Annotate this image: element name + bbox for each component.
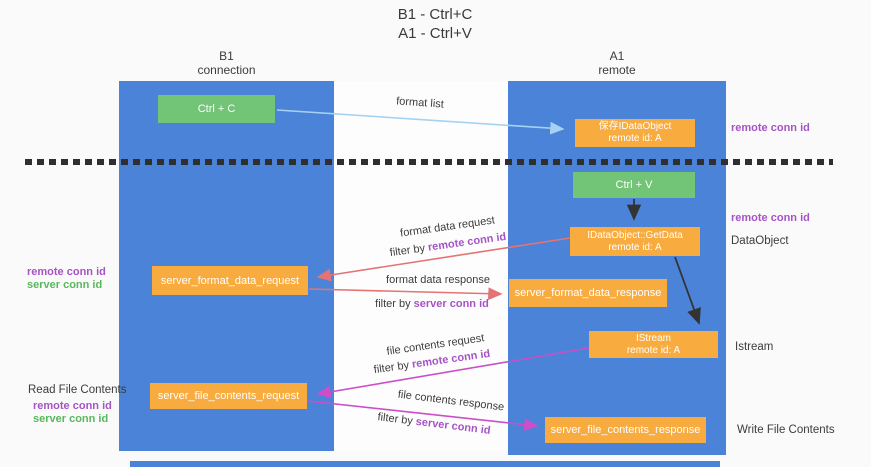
- node-ctrl-v-label: Ctrl + V: [615, 179, 653, 191]
- node-idataobject-getdata: IDataObject::GetData remote id: A: [570, 227, 700, 256]
- node-ctrl-c-label: Ctrl + C: [197, 103, 236, 115]
- label-filter-by-server-1: filter by server conn id: [372, 298, 492, 310]
- node-server-file-contents-response-label: server_file_contents_response: [550, 424, 701, 436]
- node-istream-line1: IStream: [635, 332, 671, 344]
- left-column-header: B1 connection: [119, 49, 334, 77]
- annotation-left-remote-conn-id-bottom: remote conn id: [33, 400, 112, 412]
- annotation-remote-conn-id-top: remote conn id: [731, 122, 810, 134]
- dashed-separator: [25, 159, 833, 165]
- label-filter-by-text-2: filter by: [375, 298, 414, 310]
- node-ctrl-v: Ctrl + V: [573, 172, 695, 198]
- left-column-subtitle: connection: [197, 63, 256, 77]
- node-server-format-data-response: server_format_data_response: [509, 279, 667, 307]
- diagram-title: B1 - Ctrl+C A1 - Ctrl+V: [300, 5, 570, 43]
- right-column-header: A1 remote: [508, 49, 726, 77]
- node-server-file-contents-request: server_file_contents_request: [150, 383, 307, 409]
- title-line-2: A1 - Ctrl+V: [398, 25, 472, 42]
- annotation-dataobject: DataObject: [731, 235, 789, 247]
- node-ctrl-c: Ctrl + C: [158, 95, 275, 123]
- right-column-subtitle: remote: [598, 63, 636, 77]
- node-server-format-data-request-label: server_format_data_request: [160, 274, 300, 287]
- left-column-name: B1: [219, 49, 234, 63]
- annotation-write-file-contents: Write File Contents: [737, 424, 835, 436]
- annotation-istream: Istream: [735, 341, 774, 353]
- title-line-1: B1 - Ctrl+C: [397, 6, 473, 23]
- bottom-clipped-shape: [130, 461, 720, 467]
- annotation-read-file-contents: Read File Contents: [28, 384, 127, 396]
- annotation-left-remote-conn-id-mid: remote conn id: [27, 266, 106, 278]
- label-server-conn-id-1: server conn id: [413, 298, 489, 310]
- node-istream: IStream remote id: A: [589, 331, 718, 358]
- node-save-idataobject-line1: 保存IDataObject: [598, 121, 672, 132]
- node-save-idataobject: 保存IDataObject remote id: A: [575, 119, 695, 147]
- annotation-left-server-conn-id-bottom: server conn id: [33, 413, 109, 425]
- node-server-format-data-response-label: server_format_data_response: [514, 287, 662, 299]
- node-idataobject-getdata-line2: remote id: A: [608, 241, 662, 253]
- label-format-data-response: format data response: [386, 274, 490, 286]
- node-server-format-data-request: server_format_data_request: [152, 266, 308, 295]
- right-column-name: A1: [609, 49, 625, 63]
- annotation-left-server-conn-id-mid: server conn id: [27, 279, 103, 291]
- node-server-file-contents-response: server_file_contents_response: [545, 417, 706, 443]
- node-server-file-contents-request-label: server_file_contents_request: [157, 390, 300, 402]
- node-istream-line2: remote id: A: [626, 344, 681, 356]
- annotation-remote-conn-id-mid: remote conn id: [731, 212, 810, 224]
- node-idataobject-getdata-line1: IDataObject::GetData: [587, 229, 683, 241]
- node-save-idataobject-line2: remote id: A: [608, 133, 662, 144]
